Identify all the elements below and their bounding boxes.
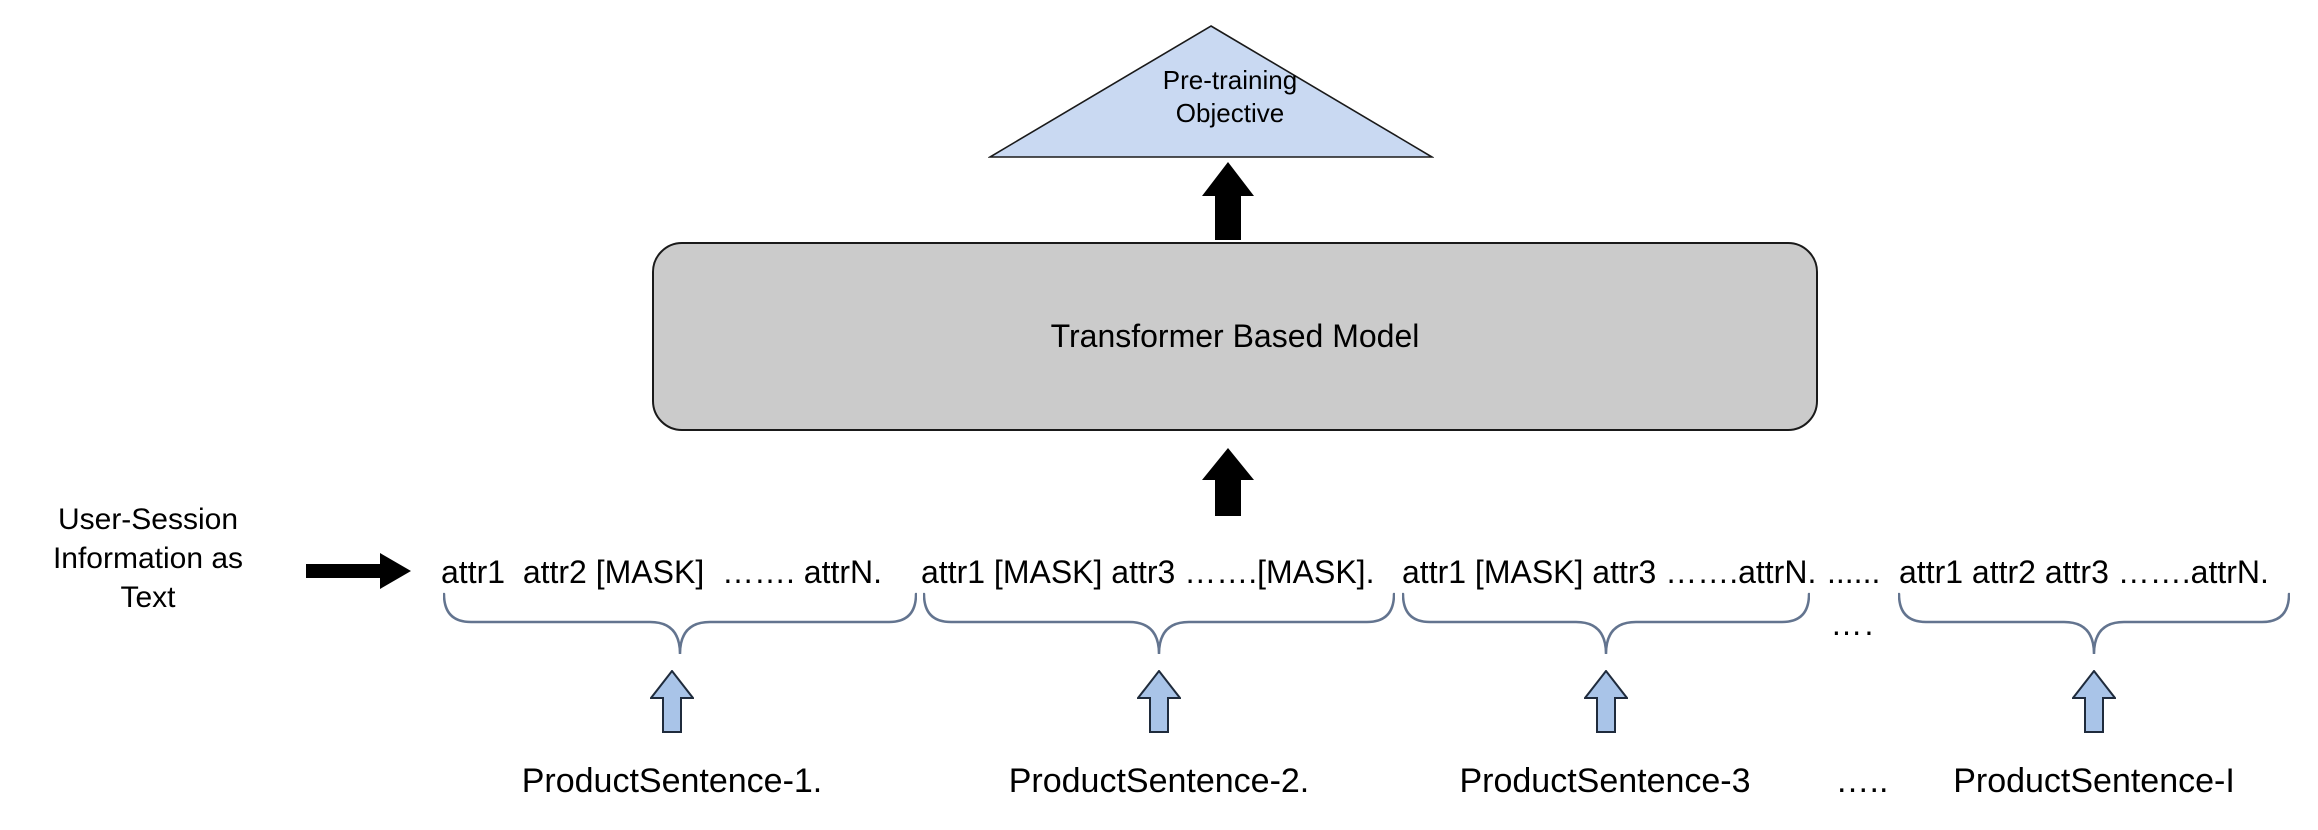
blue-up-arrow-icon-2 <box>1137 670 1181 733</box>
blue-up-arrow-icon-1 <box>650 670 694 733</box>
session-text-separator: ...... <box>1827 554 1881 590</box>
pretraining-objective-triangle-icon <box>988 25 1434 158</box>
brace-icon-3 <box>1402 592 1810 655</box>
blue-up-arrow-icon-4 <box>2072 670 2116 733</box>
brace-icon-1 <box>443 592 917 655</box>
transformer-model-label: Transformer Based Model <box>1050 318 1420 354</box>
up-arrow-icon-top <box>1202 162 1254 240</box>
product-sentence-label-2: ProductSentence-2. <box>1008 762 1310 800</box>
input-source-label: User-Session Information as Text <box>52 503 244 614</box>
up-arrow-icon-bottom <box>1202 448 1254 516</box>
labels-separator-dots: ….. <box>1835 762 1889 800</box>
product-sentence-label-1: ProductSentence-1. <box>521 762 823 800</box>
right-arrow-icon <box>306 553 411 589</box>
brace-icon-2 <box>923 592 1395 655</box>
brace-icon-4 <box>1898 592 2290 655</box>
blue-up-arrow-icon-3 <box>1584 670 1628 733</box>
session-text-segment-4: attr1 attr2 attr3 …….attrN. <box>1899 554 2269 590</box>
pretraining-objective-label: Pre-training Objective <box>1162 65 1298 128</box>
product-sentence-label-3: ProductSentence-3 <box>1459 762 1751 800</box>
product-sentence-label-4: ProductSentence-I <box>1953 762 2235 800</box>
braces-separator-dots: …. <box>1830 606 1876 642</box>
session-text-segment-2: attr1 [MASK] attr3 …….[MASK]. <box>921 554 1375 590</box>
session-text-segment-3: attr1 [MASK] attr3 …….attrN. <box>1402 554 1817 590</box>
transformer-model-box: Transformer Based Model <box>652 242 1818 431</box>
session-text-segment-1: attr1 attr2 [MASK] ……. attrN. <box>441 554 882 590</box>
